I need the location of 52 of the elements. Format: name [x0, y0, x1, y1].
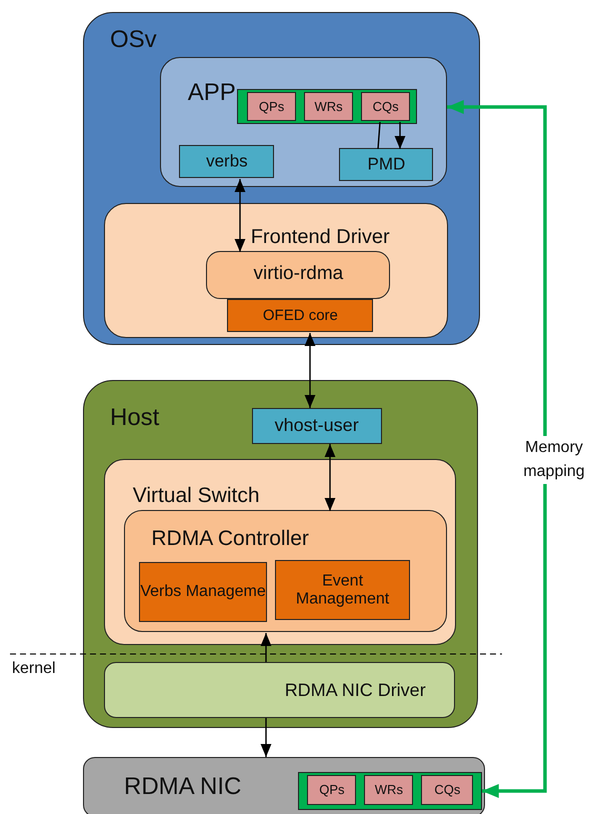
module-box — [275, 560, 410, 620]
app-panel — [160, 56, 447, 187]
arrow — [260, 718, 272, 757]
node-label: RDMA NIC — [124, 774, 242, 800]
node-label: QPs — [258, 99, 286, 114]
node-label: verbs — [205, 152, 249, 172]
node-label: WRs — [313, 99, 344, 114]
node-label: APP — [188, 80, 236, 106]
queue-box — [247, 92, 296, 122]
module-box — [139, 562, 268, 622]
node-label: CQs — [372, 99, 400, 114]
queue-box — [421, 775, 474, 806]
controller-panel — [124, 510, 448, 632]
node-label: virtio-rdma — [252, 264, 344, 286]
queue-box — [361, 92, 410, 122]
arrow — [304, 333, 316, 408]
node-label: vhost-user — [274, 416, 360, 436]
arrow — [447, 100, 547, 798]
arrow — [394, 122, 406, 149]
arrow — [324, 444, 336, 511]
node-label: RDMA Controller — [151, 527, 309, 550]
module-box — [339, 148, 434, 182]
node-label: Virtual Switch — [132, 484, 260, 507]
queue-box — [364, 775, 414, 806]
module-box — [227, 299, 374, 332]
node-label: Verbs Manageme — [140, 583, 266, 601]
queue-box — [307, 775, 356, 806]
switch-panel — [104, 458, 456, 645]
module-box — [179, 145, 274, 178]
queue-group-box — [298, 772, 482, 810]
node-label: OSv — [110, 27, 157, 54]
queue-group-box — [237, 89, 418, 124]
host-panel — [83, 380, 478, 728]
node-label: PMD — [366, 156, 406, 174]
nic-panel — [83, 757, 485, 814]
node-label: OFED core — [262, 308, 339, 324]
queue-box — [304, 92, 354, 122]
module-box — [206, 251, 390, 300]
module-box — [252, 408, 382, 444]
os-panel — [83, 12, 480, 345]
node-label: CQs — [433, 783, 462, 798]
arrow — [234, 179, 246, 252]
node-label: QPs — [318, 783, 346, 798]
node-label: Event Management — [294, 572, 390, 608]
layer-label: kernel — [12, 660, 56, 678]
driver-panel — [104, 202, 448, 338]
driver-box — [104, 662, 455, 718]
node-label: Frontend Driver — [250, 226, 390, 248]
node-label: WRs — [374, 783, 404, 798]
node-label: RDMA NIC Driver — [284, 680, 426, 700]
arrow — [260, 633, 272, 662]
node-label: Host — [110, 405, 160, 432]
